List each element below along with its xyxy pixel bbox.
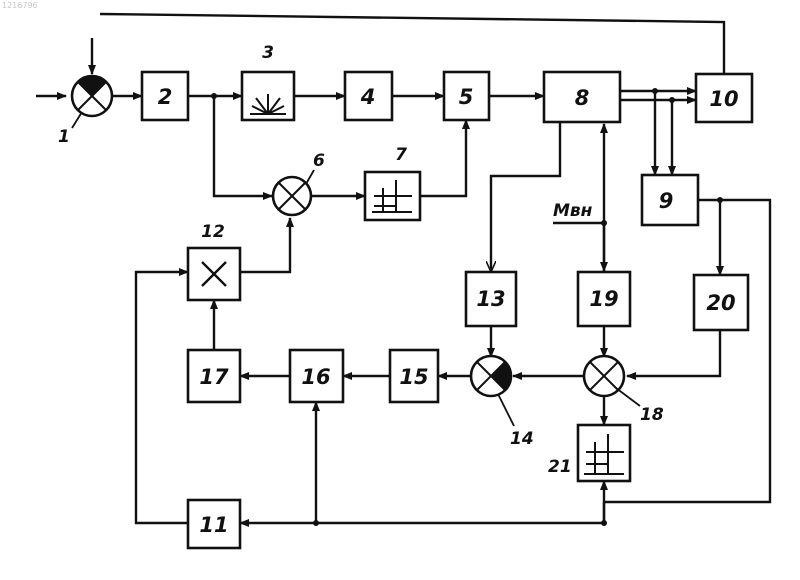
feedback-10-top <box>100 14 724 74</box>
block-20: 20 <box>694 275 748 330</box>
summator-6 <box>273 177 311 215</box>
summator-14-label: 14 <box>510 429 534 449</box>
summator-1 <box>72 76 112 116</box>
block-7-label: 7 <box>395 145 407 165</box>
block-2: 2 <box>142 72 188 120</box>
svg-text:5: 5 <box>459 85 474 109</box>
wire-8-13 <box>491 120 560 272</box>
block-7 <box>365 172 420 220</box>
block-4: 4 <box>345 72 392 120</box>
block-16: 16 <box>290 350 343 402</box>
block-12 <box>188 248 240 300</box>
block-12-label: 12 <box>201 222 225 242</box>
summator-6-label: 6 <box>313 151 325 171</box>
svg-text:11: 11 <box>199 513 228 537</box>
svg-text:4: 4 <box>360 85 376 109</box>
input-label-mvn: Мвн <box>553 201 593 221</box>
summator-18-label: 18 <box>640 405 664 425</box>
wire-7-5 <box>420 120 466 196</box>
wire-11-12 <box>136 272 188 523</box>
svg-text:8: 8 <box>575 86 590 110</box>
svg-text:20: 20 <box>706 291 735 315</box>
block-5: 5 <box>444 72 489 120</box>
block-9: 9 <box>642 175 698 225</box>
corner-text: 1216796 <box>2 1 38 10</box>
svg-text:15: 15 <box>399 365 428 389</box>
block-19: 19 <box>578 272 630 326</box>
svg-text:10: 10 <box>709 87 738 111</box>
summator-1-label: 1 <box>58 127 70 147</box>
svg-text:13: 13 <box>476 287 505 311</box>
svg-text:19: 19 <box>589 287 618 311</box>
wire-9-20 <box>698 200 720 275</box>
block-10: 10 <box>696 74 752 122</box>
block-21 <box>578 425 630 481</box>
wire-20-18 <box>627 330 720 376</box>
svg-text:17: 17 <box>199 365 229 389</box>
block-3 <box>242 72 294 120</box>
block-15: 15 <box>390 350 438 402</box>
svg-text:2: 2 <box>158 85 173 109</box>
svg-text:16: 16 <box>301 365 330 389</box>
block-17: 17 <box>188 350 240 402</box>
block-11: 11 <box>188 500 240 548</box>
block-21-label: 21 <box>548 457 572 477</box>
block-8: 8 <box>544 72 620 122</box>
svg-text:9: 9 <box>659 189 674 213</box>
summator-14 <box>471 356 511 396</box>
block-3-label: 3 <box>262 43 274 63</box>
wire-12-6 <box>240 218 290 272</box>
block-13: 13 <box>466 272 516 326</box>
